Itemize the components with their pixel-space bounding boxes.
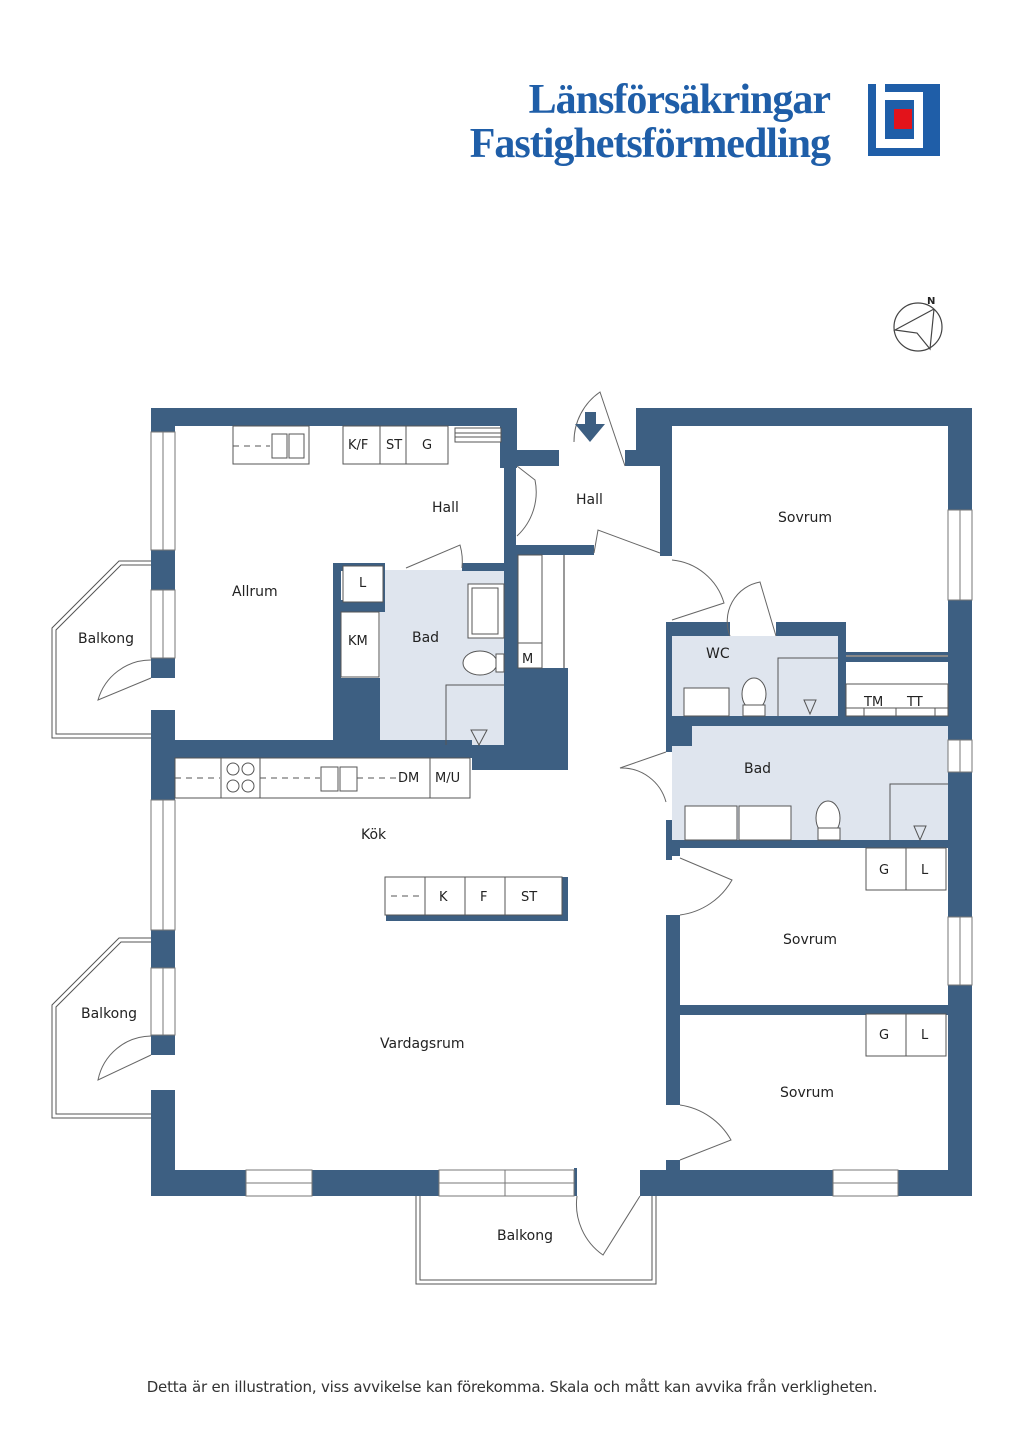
room-vardagsrum: Vardagsrum <box>380 1036 465 1052</box>
fixture-g: G <box>422 438 432 453</box>
room-balkong-2: Balkong <box>81 1006 137 1022</box>
room-kok: Kök <box>361 827 387 843</box>
room-sovrum-1: Sovrum <box>778 510 832 526</box>
north-label: N <box>927 296 935 307</box>
fixture-tm: TM <box>863 695 883 710</box>
brand-line-2: Fastighetsförmedling <box>469 121 831 167</box>
brand-logo: Länsförsäkringar Fastighetsförmedling <box>450 78 950 173</box>
room-sovrum-3: Sovrum <box>780 1085 834 1101</box>
entrance-arrow-icon <box>575 412 605 442</box>
fixture-g-sovrum3: G <box>879 1028 889 1043</box>
fixture-l-bad1: L <box>359 576 367 591</box>
room-bad-1: Bad <box>412 630 439 646</box>
hall-fixtures <box>232 425 502 465</box>
fixture-km: KM <box>348 634 368 649</box>
kitchen-counter <box>174 757 471 799</box>
fixture-m: M <box>522 652 533 667</box>
fixture-k: K <box>439 890 448 905</box>
walls <box>151 408 972 1196</box>
fixture-kf: K/F <box>348 438 368 453</box>
room-hall-1: Hall <box>432 500 459 516</box>
brand-name: Länsförsäkringar Fastighetsförmedling <box>469 77 831 167</box>
balconies <box>51 560 657 1285</box>
room-balkong-3: Balkong <box>497 1228 553 1244</box>
bad1-fixtures <box>340 554 565 747</box>
disclaimer: Detta är en illustration, viss avvikelse… <box>146 1378 878 1396</box>
fixture-l-sovrum2: L <box>921 863 929 878</box>
bedroom-wardrobes <box>865 847 947 1057</box>
room-allrum: Allrum <box>232 584 278 600</box>
kitchen-island <box>384 876 563 916</box>
fixture-f: F <box>480 890 487 905</box>
wc-bad2-fixtures <box>683 655 949 842</box>
fixture-st-island: ST <box>521 890 537 905</box>
brand-line-1: Länsförsäkringar <box>528 77 831 123</box>
room-hall-2: Hall <box>576 492 603 508</box>
room-wc: WC <box>706 646 730 662</box>
fixture-mu: M/U <box>435 771 460 786</box>
fixture-g-sovrum2: G <box>879 863 889 878</box>
fixture-st: ST <box>386 438 402 453</box>
room-sovrum-2: Sovrum <box>783 932 837 948</box>
fixture-tt: TT <box>906 695 923 710</box>
north-arrow-icon: N <box>893 296 943 352</box>
doors <box>97 391 777 1256</box>
brand-mark-icon <box>868 84 940 156</box>
fixture-dm: DM <box>398 771 419 786</box>
windows <box>150 431 973 1197</box>
room-bad-2: Bad <box>744 761 771 777</box>
room-balkong-1: Balkong <box>78 631 134 647</box>
fixture-l-sovrum3: L <box>921 1028 929 1043</box>
